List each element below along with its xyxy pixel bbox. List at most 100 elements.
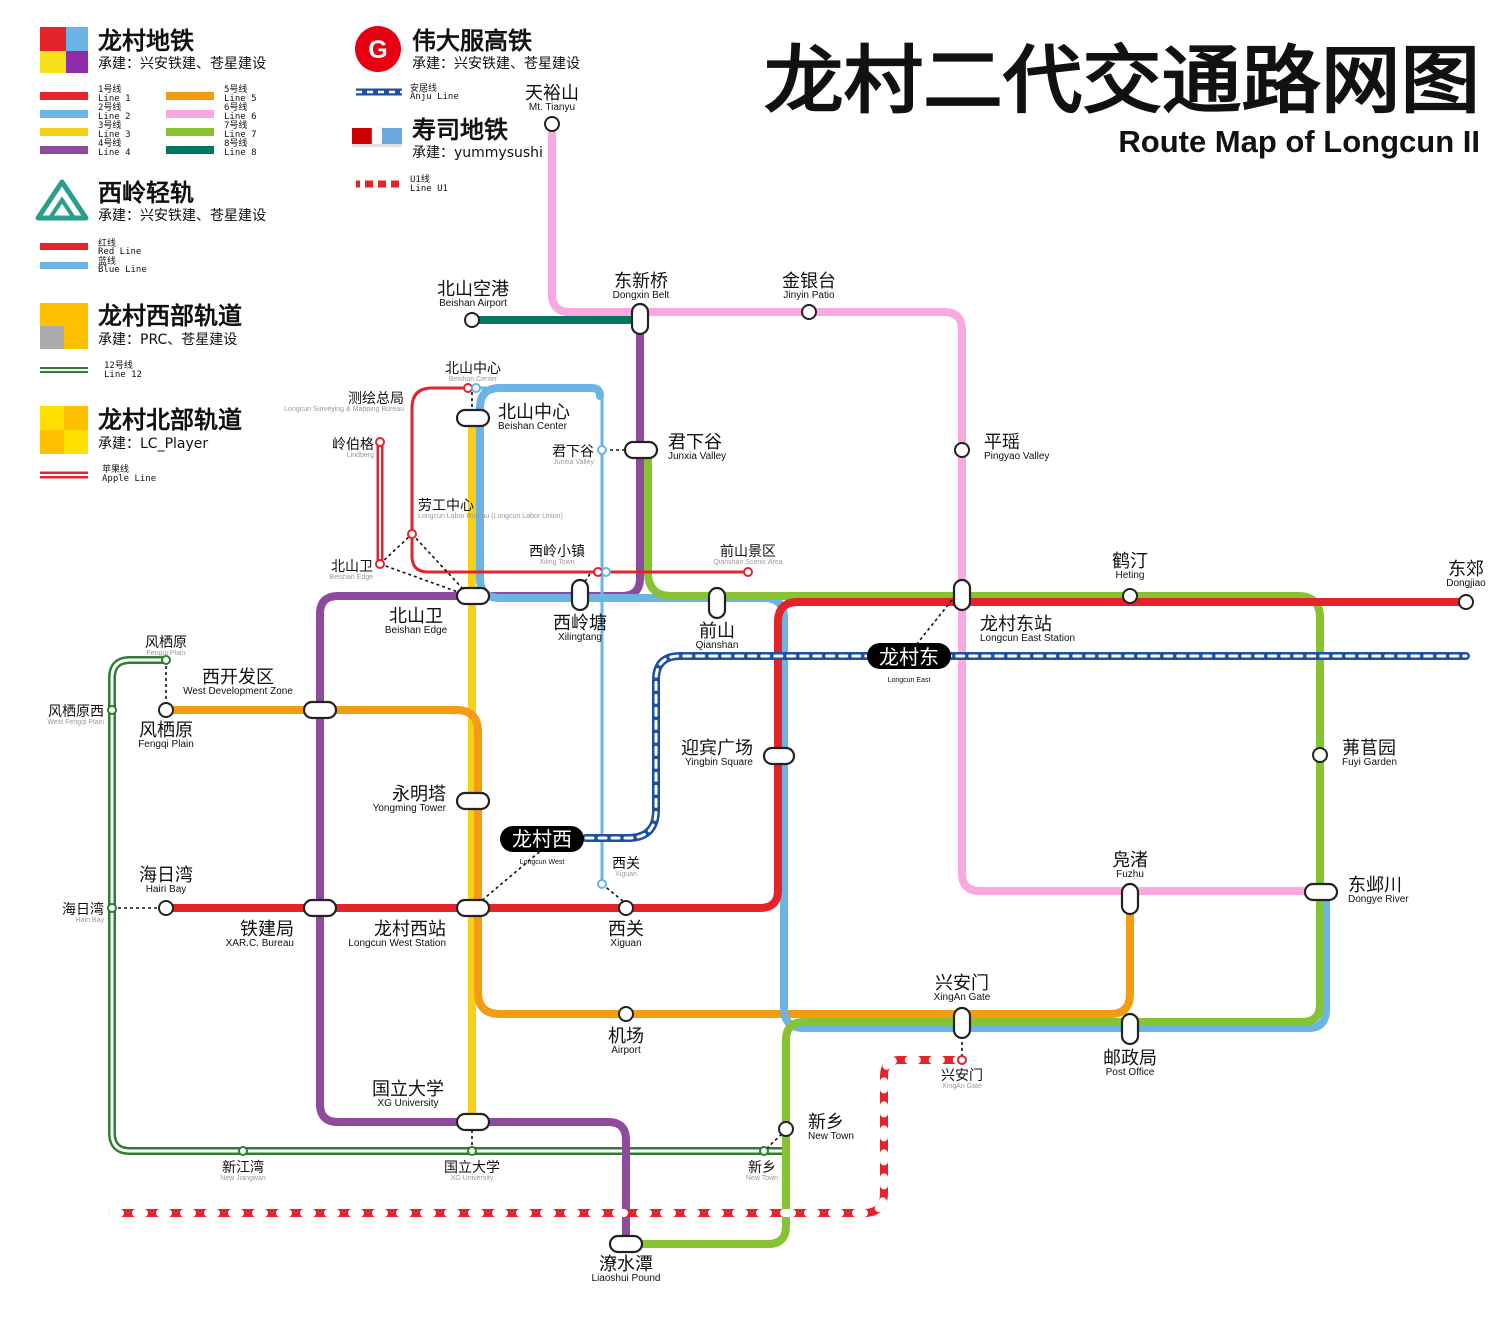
station-marker-xinxiang-w12 [759,1146,769,1156]
station-name-en: Longcun East [888,677,931,684]
legend-line-3-zh: 3号线 [98,119,121,131]
station-name-en: XingAn Gate [942,1083,982,1090]
station-name-en: Beishan Center [449,376,498,383]
station-marker-xinganmen-ap [957,1055,967,1065]
station-name-zh: 东邺川 [1348,875,1402,896]
station-marker-jichang [618,1006,634,1022]
station-name-zh: 永明塔 [392,784,446,805]
station-name-en: Post Office [1106,1067,1155,1078]
station-marker-lcdongzhan [952,578,972,612]
station-name-en: Xiguan [610,938,641,949]
hsr-logo-letter: G [368,36,387,64]
station-name-zh: 茀苢园 [1342,738,1396,759]
station-name-zh: 北山中心 [498,402,570,423]
legend-hsr-builder: 承建：兴安铁建、苍星建设 [412,56,580,72]
station-name-en: Longcun Labor Bureau (Longcun Labor Unio… [418,513,563,520]
station-name-zh: 兴安门 [941,1068,983,1084]
station-name-zh: 君下谷 [552,444,594,460]
legend-lightrail-name: 西岭轻轨 [98,179,194,207]
station-name-zh: 东新桥 [614,271,668,292]
station-name-zh: 凫渚 [1112,850,1148,871]
station-name-zh: 西关 [612,856,640,872]
station-name-en: Xilingtang [558,632,602,643]
station-name-en: Fuyi Garden [1342,757,1397,768]
station-name-zh: 金银台 [782,271,836,292]
station-marker-tiejian [302,898,338,918]
station-marker-dongxinqiao [630,302,650,336]
station-name-zh: 潦水潭 [599,1254,653,1275]
line5 [162,706,1134,1018]
station-name-zh: 西岭小镇 [529,544,585,560]
station-name-zh: 东郊 [1448,559,1484,580]
station-marker-beishanwei [455,586,491,606]
station-name-zh: 鹤汀 [1112,551,1148,572]
station-marker-guoli-w12 [467,1146,477,1156]
legend-west-name: 龙村西部轨道 [98,302,242,330]
station-name-zh: 西岭塘 [553,613,607,634]
station-name-en: Junxia Valley [553,459,594,466]
station-marker-xikaifa [302,700,338,720]
hsr-logo-icon [355,26,401,72]
station-marker-yongming [455,791,491,811]
legend-swatch-line-8 [166,146,214,154]
station-name-en: Fengqi Plain [147,650,186,657]
legend-line-5-en: Line 5 [224,94,257,104]
station-name-zh: 龙村东站 [980,614,1052,635]
line1 [162,598,1470,912]
station-name-en: Longcun Surveying & Mapping Bureau [284,406,404,413]
station-name-zh: 兴安门 [935,973,989,994]
station-name-en: New Town [746,1175,778,1182]
station-name-zh: 国立大学 [444,1160,500,1176]
station-name-en: Longcun West Station [348,938,446,949]
station-name-en: Qianshan Scenic Area [713,559,782,566]
station-marker-xilingtang [570,578,590,612]
station-name-en: Xiling Town [539,559,574,566]
station-marker-qianshanscenic [743,567,753,577]
station-name-en: Beishan Edge [329,574,373,581]
station-name-zh: 平瑶 [984,432,1020,453]
station-marker-xilingtown-b [601,567,611,577]
station-marker-xinxiang [778,1121,794,1137]
legend-line12-zh: 12号线 [104,359,133,371]
station-marker-beishancenter-lr-b [471,383,481,393]
station-name-en: Qianshan [696,640,739,651]
legend-line-6-zh: 6号线 [224,101,247,113]
station-name-zh: 北山空港 [437,279,509,300]
station-marker-junxiagu-lr [597,445,607,455]
legend-sushi-builder: 承建：yummysushi [412,145,543,161]
legend-swatch-line-6 [166,110,214,118]
legend-u1-zh: U1线 [410,173,430,185]
station-name-zh: 铁建局 [240,919,294,940]
line6 [548,120,1324,895]
station-name-en: Hairi Bay [146,884,187,895]
station-name-en: Beishan Edge [385,625,448,636]
station-marker-dongjiao [1458,594,1474,610]
legend-line12-en: Line 12 [104,370,142,380]
station-marker-beishanwei-lr [375,559,385,569]
station-marker-xiguan-lr [597,879,607,889]
station-marker-lingbo [375,437,385,447]
station-marker-liaoshui [608,1234,644,1254]
station-name-en: Liaoshui Pound [592,1273,661,1284]
station-name-zh: 北山中心 [445,361,501,377]
station-marker-laogong [407,529,417,539]
legend-lightrail: 西岭轻轨 承建：兴安铁建、苍星建设 红线 Red Line 蓝线 Blue Li… [35,179,266,275]
